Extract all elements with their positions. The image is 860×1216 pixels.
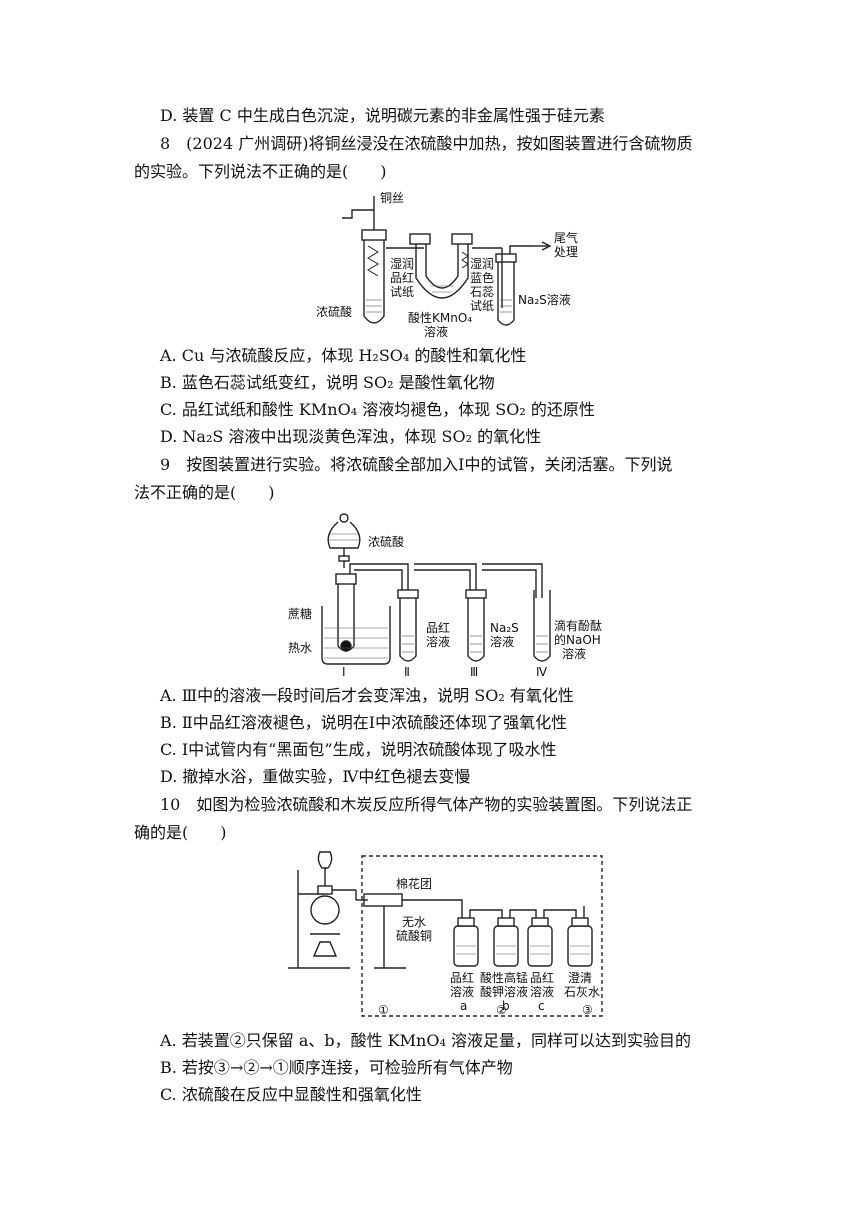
label-na2s: Na₂S溶液 — [518, 292, 571, 307]
dashed-frame — [361, 855, 603, 1017]
sucrose-blob — [340, 640, 352, 652]
label-bottle-b-1: 酸性高锰 — [480, 970, 528, 985]
label-cuso4-2: 硫酸铜 — [396, 928, 432, 943]
na2s-test-tube — [497, 262, 515, 326]
bottle-a — [453, 917, 479, 967]
q10-option-a: A. 若装置②只保留 a、b，酸性 KMnO₄ 溶液足量，同样可以达到实验目的 — [160, 1031, 691, 1050]
label-bottle-c-1: 品红 — [530, 970, 554, 985]
q8-stem-line2: 的实验。下列说法不正确的是( ) — [134, 162, 387, 181]
test-tube-iv — [533, 590, 551, 662]
label-tube-iii: Ⅲ — [470, 665, 478, 679]
dropping-funnel — [317, 851, 333, 869]
q9-option-a: A. Ⅲ中的溶液一段时间后才会变浑浊，说明 SO₂ 有氧化性 — [160, 686, 574, 705]
label-conc-sulfuric: 浓硫酸 — [316, 304, 352, 319]
label-na2s-1: Na₂S — [490, 621, 519, 635]
reaction-test-tube — [363, 240, 385, 324]
label-pinkred-1: 品红 — [426, 620, 450, 635]
label-section-1: ① — [378, 1003, 389, 1017]
stopper-4 — [495, 253, 517, 263]
q8-option-b: B. 蓝色石蕊试纸变红，说明 SO₂ 是酸性氧化物 — [160, 373, 495, 392]
bottle-c — [527, 917, 553, 967]
label-bottle-c-2: 溶液 — [530, 984, 554, 999]
label-blue-litmus-4: 试纸 — [470, 298, 494, 313]
label-bottle-a-3: a — [460, 999, 467, 1013]
label-blue-litmus-3: 石蕊 — [470, 285, 494, 299]
q9-option-d: D. 撤掉水浴，重做实验，Ⅳ中红色褪去变慢 — [160, 767, 471, 786]
label-tail-gas-1: 尾气 — [554, 230, 578, 245]
label-wet-pink-3: 试纸 — [390, 284, 414, 299]
q10-apparatus-diagram: 棉花团 无水 硫酸铜 品红 溶液 a 酸性高锰 酸钾溶液 b 品红 溶液 c 澄… — [288, 851, 603, 1017]
q8-option-a: A. Cu 与浓硫酸反应，体现 H₂SO₄ 的酸性和氧化性 — [160, 346, 527, 365]
label-copper-wire: 铜丝 — [380, 190, 404, 205]
label-section-3: ③ — [582, 1003, 593, 1017]
q9-apparatus-diagram: 浓硫酸 蔗糖 热水 品红 溶液 Na₂S 溶液 滴有酚酞 的NaOH 溶液 Ⅰ … — [288, 513, 602, 679]
stopper-1 — [361, 229, 387, 241]
label-bottle-b-2: 酸钾溶液 — [480, 984, 528, 999]
alcohol-lamp — [312, 941, 338, 957]
test-tube-ii — [399, 590, 417, 662]
label-bottle-a-2: 溶液 — [450, 984, 474, 999]
stopper-2 — [409, 233, 431, 245]
label-hot-water: 热水 — [288, 641, 312, 655]
label-section-2: ② — [496, 1003, 507, 1017]
label-bottle-d-2: 石灰水 — [564, 985, 600, 999]
label-conc-sulfuric: 浓硫酸 — [368, 534, 404, 549]
q10-stem-line2: 确的是( ) — [134, 823, 227, 842]
label-wet-pink-1: 湿润 — [390, 256, 414, 271]
label-bottle-a-1: 品红 — [450, 970, 474, 985]
separatory-funnel — [327, 521, 361, 549]
stopper-3 — [451, 233, 473, 245]
label-tube-ii: Ⅱ — [404, 665, 410, 679]
q8-apparatus-diagram: 铜丝 尾气 处理 湿润 品红 试纸 湿润 蓝色 石蕊 试纸 浓硫酸 酸性KMnO… — [316, 190, 578, 339]
q9-stem-line2: 法不正确的是( ) — [134, 483, 275, 502]
q9-option-c: C. Ⅰ中试管内有“黑面包”生成，说明浓硫酸体现了吸水性 — [160, 740, 557, 759]
flask — [310, 895, 340, 925]
q8-stem-line1: 8 (2024 广州调研)将铜丝浸没在浓硫酸中加热，按如图装置进行含硫物质 — [160, 134, 693, 153]
funnel-stopper — [339, 513, 349, 523]
q10-option-c: C. 浓硫酸在反应中显酸性和强氧化性 — [160, 1085, 422, 1104]
label-pinkred-2: 溶液 — [426, 634, 450, 649]
q10-option-b: B. 若按③→②→①顺序连接，可检验所有气体产物 — [160, 1058, 513, 1077]
label-tube-i: Ⅰ — [342, 665, 346, 679]
label-wet-pink-2: 品红 — [390, 270, 414, 285]
bottle-d — [567, 917, 593, 967]
copper-coil — [367, 245, 379, 277]
bottle-b — [493, 917, 519, 967]
test-tube-iii — [467, 590, 485, 662]
label-kmno4-1: 酸性KMnO₄ — [408, 310, 472, 325]
label-cotton: 棉花团 — [396, 876, 432, 891]
label-na2s-2: 溶液 — [490, 634, 514, 649]
q10-stem-line1: 10 如图为检验浓硫酸和木炭反应所得气体产物的实验装置图。下列说法正 — [160, 795, 693, 814]
label-bottle-d-1: 澄清 — [568, 970, 592, 985]
label-tube-iv: Ⅳ — [536, 665, 547, 679]
label-blue-litmus-2: 蓝色 — [470, 271, 494, 285]
arrow-icon — [541, 241, 552, 251]
label-blue-litmus-1: 湿润 — [470, 256, 494, 271]
q8-option-d: D. Na₂S 溶液中出现淡黄色浑浊，体现 SO₂ 的氧化性 — [160, 427, 542, 446]
q9-option-b: B. Ⅱ中品红溶液褪色，说明在Ⅰ中浓硫酸还体现了强氧化性 — [160, 713, 568, 732]
label-tail-gas-2: 处理 — [554, 245, 578, 259]
stopcock — [338, 555, 350, 562]
label-naoh-2: 的NaOH — [554, 632, 601, 647]
label-naoh-3: 溶液 — [562, 646, 586, 661]
gas-inlet-tube — [342, 209, 374, 219]
label-bottle-c-3: c — [538, 999, 545, 1013]
q7-option-d: D. 装置 C 中生成白色沉淀，说明碳元素的非金属性强于硅元素 — [160, 106, 605, 125]
q8-option-c: C. 品红试纸和酸性 KMnO₄ 溶液均褪色，体现 SO₂ 的还原性 — [160, 400, 595, 419]
label-sucrose: 蔗糖 — [288, 606, 312, 621]
label-naoh-1: 滴有酚酞 — [554, 618, 602, 633]
label-cuso4-1: 无水 — [402, 915, 426, 929]
drying-tube — [363, 893, 403, 907]
label-kmno4-2: 溶液 — [424, 324, 448, 339]
q9-stem-line1: 9 按图装置进行实验。将浓硫酸全部加入Ⅰ中的试管，关闭活塞。下列说 — [160, 455, 673, 474]
water-bath-beaker — [321, 606, 391, 665]
u-tube — [415, 244, 469, 299]
stopper-i — [335, 573, 357, 585]
label-bottle-b-3: b — [502, 999, 510, 1013]
